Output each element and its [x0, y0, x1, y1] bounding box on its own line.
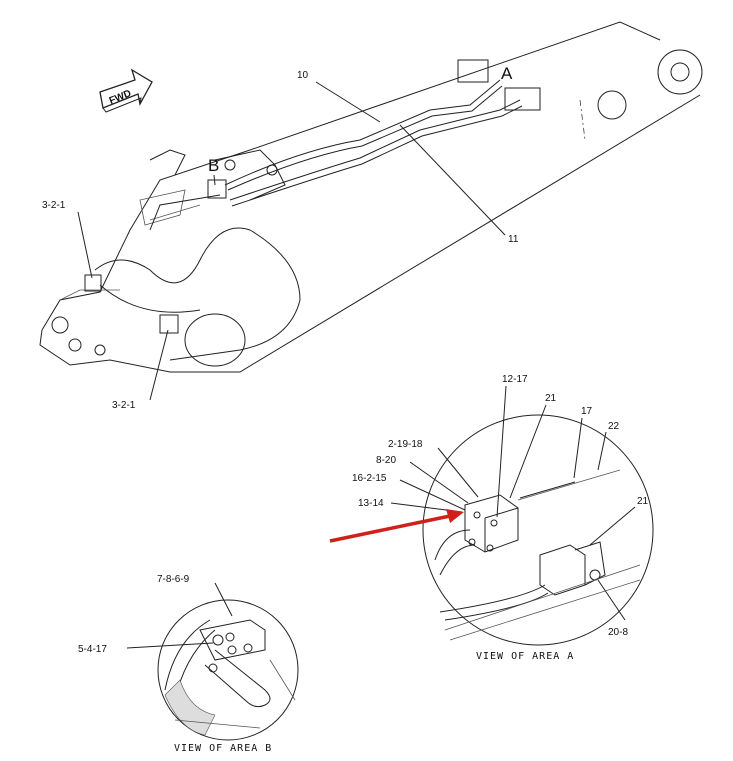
view-a-label-13-14: 13-14 — [358, 498, 384, 509]
callout-3-2-1-lower: 3-2-1 — [112, 400, 136, 411]
callout-3-2-1-upper: 3-2-1 — [42, 200, 66, 211]
callout-area-b: B — [208, 156, 219, 175]
view-b-label-7-8-6-9: 7-8-6-9 — [157, 574, 190, 585]
view-a-label-2-19-18: 2-19-18 — [388, 439, 423, 450]
callout-10: 10 — [297, 70, 309, 81]
fwd-arrow-icon: FWD — [99, 68, 153, 113]
callout-area-a: A — [501, 64, 513, 83]
view-area-b — [126, 582, 299, 741]
view-a-label-21-bottom: 21 — [637, 496, 649, 507]
view-b-caption: VIEW OF AREA B — [174, 743, 272, 754]
view-a-label-12-17: 12-17 — [502, 374, 528, 385]
view-a-caption: VIEW OF AREA A — [476, 651, 574, 662]
view-a-label-22: 22 — [608, 421, 620, 432]
view-area-a — [390, 385, 654, 646]
view-a-label-20-8: 20-8 — [608, 627, 628, 638]
view-a-label-21-top: 21 — [545, 393, 557, 404]
view-a-label-8-20: 8-20 — [376, 455, 396, 466]
callout-11: 11 — [508, 234, 519, 245]
view-b-label-5-4-17: 5-4-17 — [78, 644, 107, 655]
view-a-label-16-2-15: 16-2-15 — [352, 473, 387, 484]
hydraulic-lines — [84, 59, 541, 334]
boom-body — [39, 21, 703, 373]
leader-lines — [77, 81, 506, 401]
highlight-arrow-icon — [329, 509, 464, 543]
view-a-label-17: 17 — [581, 406, 593, 417]
